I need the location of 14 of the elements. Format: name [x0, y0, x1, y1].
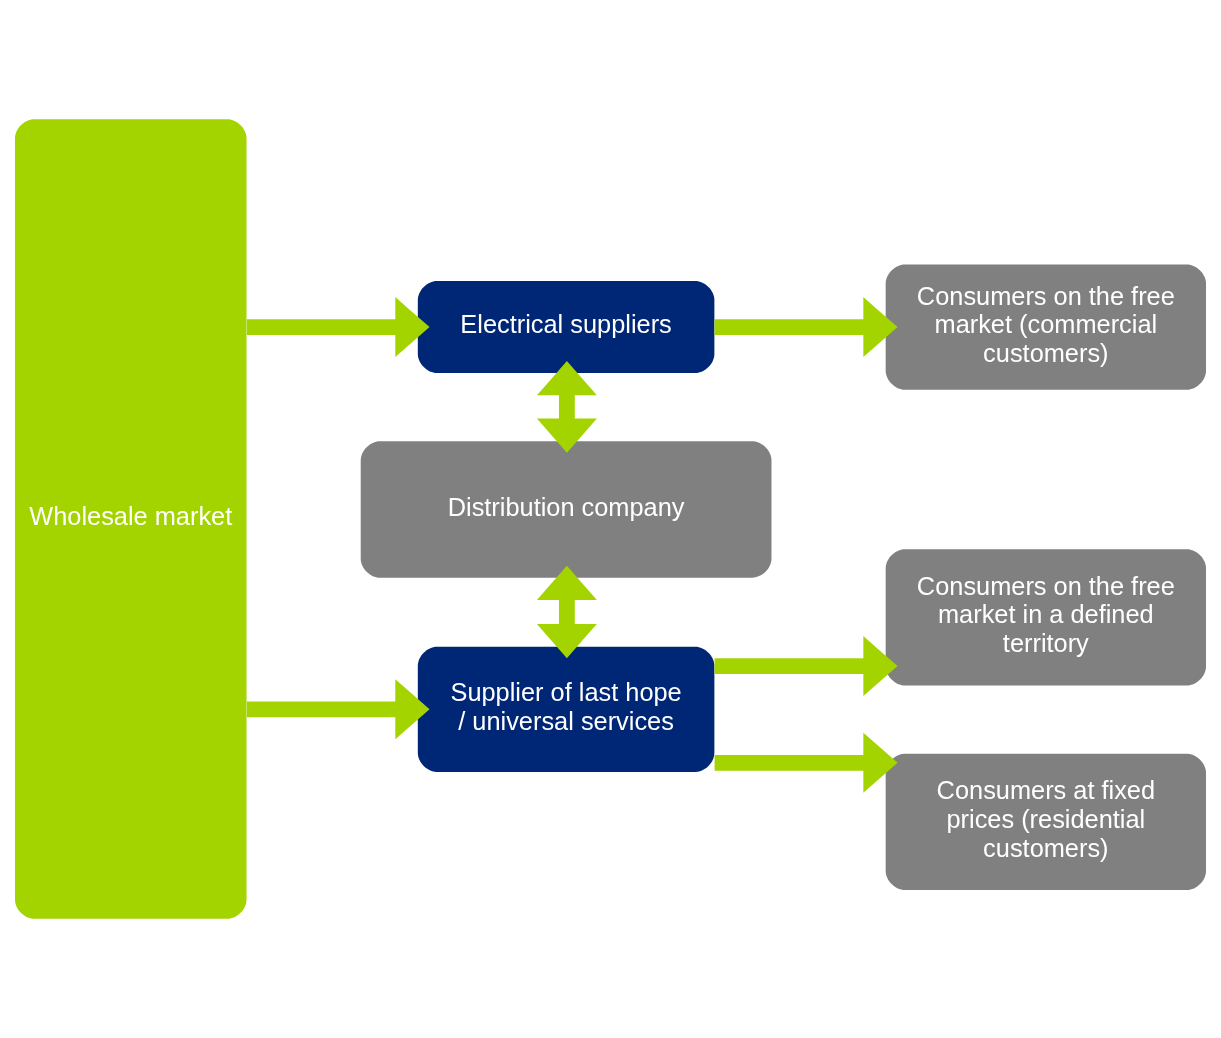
arrow	[714, 636, 898, 697]
arrow	[714, 732, 898, 793]
arrow	[246, 679, 430, 740]
node-box: Supplier of last hope / universal services	[417, 646, 715, 772]
node-box: Consumers at fixed prices (residential customers)	[885, 753, 1206, 891]
node-box: Consumers on the free market (commercial customers)	[885, 264, 1206, 390]
arrow	[246, 297, 430, 358]
node-box: Consumers on the free market in a defined territory	[885, 549, 1206, 686]
node-box: Distribution company	[360, 441, 772, 578]
arrow	[536, 565, 597, 659]
arrow	[714, 297, 898, 358]
node-box: Wholesale market	[15, 119, 247, 919]
node-box: Electrical suppliers	[417, 281, 715, 374]
arrow	[536, 361, 597, 453]
